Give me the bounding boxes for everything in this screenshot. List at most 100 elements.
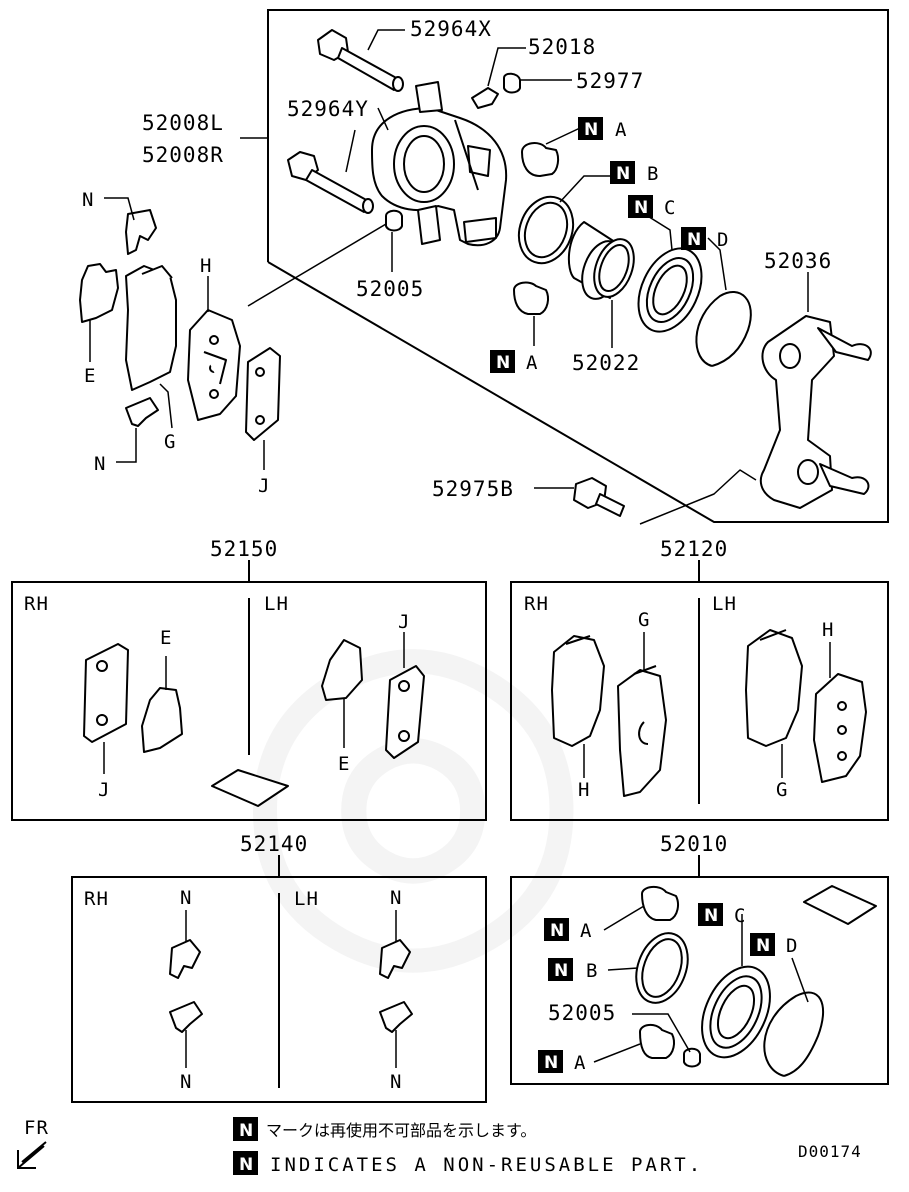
pad-drawings (79, 209, 281, 441)
label-shim-e: E (84, 365, 96, 387)
svg-text:N: N (687, 230, 701, 250)
label-clip-n-upper: N (82, 189, 94, 211)
shim-kit-label-e-rh: E (160, 627, 172, 649)
shim-kit-e-rh-icon (141, 687, 183, 753)
label-bushing: 52005 (356, 277, 424, 301)
shim-kit-j-rh-icon (83, 643, 129, 743)
diagram-code: D00174 (798, 1142, 862, 1161)
seal-kit-drawings (635, 885, 877, 1077)
bleeder-cap-icon (503, 72, 521, 94)
support-bolt-icon (573, 477, 625, 517)
label-caliper-left: 52008L (142, 111, 224, 135)
label-letter-c: C (664, 197, 676, 219)
pad-kit-h-lh-icon (813, 673, 867, 783)
non-reusable-badge-c (628, 195, 653, 218)
shim-kit-j-lh-icon (385, 665, 425, 759)
svg-text:N: N (550, 921, 564, 941)
pad-kit-label-h-lh: H (822, 619, 834, 641)
label-bolt-upper: 52964X (410, 17, 492, 41)
pad-kit-part-no: 52120 (660, 537, 728, 561)
clip-kit-n-rh-lower-icon (169, 1001, 203, 1033)
seal-kit-badge-b (548, 958, 573, 981)
legend-english-text: INDICATES A NON-REUSABLE PART. (270, 1154, 703, 1176)
label-bleeder-screw: 52018 (528, 35, 596, 59)
seal-kit-label-b: B (586, 960, 598, 982)
shim-kit-part-no: 52150 (210, 537, 278, 561)
pad-kit-drawings (551, 629, 867, 797)
pad-kit-lh: LH (712, 593, 737, 615)
clip-kit-label-n-lh-upper: N (390, 887, 402, 909)
shim-kit-label-j-rh: J (98, 779, 110, 801)
leader-lines (89, 29, 831, 1068)
piston-icon (567, 221, 635, 300)
label-caliper-right: 52008R (142, 143, 224, 167)
non-reusable-badge-a-lower (490, 350, 515, 373)
dust-boot-a-lower-icon (513, 281, 549, 315)
footer: FR N マークは再使用不可部品を示します。 N INDICATES A NON… (17, 1117, 862, 1176)
label-pad-g: G (164, 431, 176, 453)
svg-text:N: N (704, 906, 718, 926)
seal-kit-grease-packet-icon (803, 885, 877, 925)
clip-kit-n-lh-upper-icon (379, 939, 411, 979)
bolt-lower-icon (287, 151, 374, 214)
label-bolt-lower: 52964Y (287, 97, 369, 121)
clip-kit-n-lh-lower-icon (379, 1001, 413, 1033)
clip-kit-drawings (169, 939, 413, 1033)
label-letter-d: D (717, 229, 729, 251)
shim-kit-label-e-lh: E (338, 753, 350, 775)
legend-japanese-text: マークは再使用不可部品を示します。 (266, 1121, 536, 1140)
label-letter-a-lower: A (526, 352, 538, 374)
assembly-boundary (267, 9, 889, 523)
clip-kit-part-no: 52140 (240, 832, 308, 856)
clip-kit-label-n-rh-lower: N (180, 1071, 192, 1093)
legend-badge-japanese (233, 1117, 258, 1141)
seal-kit-label-bushing: 52005 (548, 1001, 616, 1025)
shim-kit-label-j-lh: J (398, 611, 410, 633)
pad-kit-h-rh-icon (551, 635, 605, 747)
clip-kit-n-rh-upper-icon (169, 939, 201, 979)
shim-kit-lh: LH (264, 593, 289, 615)
pad-kit-g-rh-icon (617, 665, 667, 797)
direction-label: FR (24, 1117, 49, 1139)
seal-kit-label-d: D (786, 935, 798, 957)
seal-kit-badge-a-upper (544, 918, 569, 941)
non-reusable-badge-b (610, 161, 635, 184)
caliper-body-icon (371, 81, 508, 247)
svg-text:N: N (496, 353, 510, 373)
pad-kit-label-g-lh: G (776, 779, 788, 801)
svg-text:N: N (554, 961, 568, 981)
legend-badge-english (233, 1151, 258, 1175)
label-shim-j: J (258, 475, 270, 497)
clip-n-lower-icon (125, 397, 159, 427)
seal-kit-badge-d (750, 933, 775, 956)
seal-kit-bushing-icon (683, 1047, 701, 1068)
kit-labels: 52150 RH LH E J E J 52120 RH LH H G G H … (24, 537, 834, 1093)
label-support-bolt: 52975B (432, 477, 514, 501)
non-reusable-badge-a-upper (578, 117, 603, 140)
grease-packet-icon (211, 769, 289, 807)
seal-kit-label-a-lower: A (574, 1052, 586, 1074)
svg-text:N: N (239, 1155, 253, 1175)
bushing-icon (385, 209, 403, 232)
watermark: ◎ (230, 531, 596, 1020)
pad-h-icon (187, 309, 241, 421)
dust-boot-a-upper-icon (521, 142, 560, 177)
svg-text:N: N (616, 164, 630, 184)
main-labels: 52964X 52018 52977 52964Y 52008L 52008R … (82, 17, 831, 501)
pad-kit-label-g-rh: G (638, 609, 650, 631)
shim-kit-rh: RH (24, 593, 49, 615)
label-pad-h: H (200, 255, 212, 277)
pad-kit-g-lh-icon (745, 629, 803, 747)
svg-text:N: N (634, 198, 648, 218)
support-bracket-icon (759, 315, 872, 509)
shim-j-icon (245, 347, 281, 441)
seal-kit-part-no: 52010 (660, 832, 728, 856)
svg-text:N: N (239, 1121, 253, 1141)
bleeder-screw-icon (471, 87, 499, 109)
shim-e-icon (79, 263, 119, 323)
ring-d-icon (695, 291, 752, 367)
seal-kit-label-c: C (734, 905, 746, 927)
pad-kit-rh: RH (524, 593, 549, 615)
